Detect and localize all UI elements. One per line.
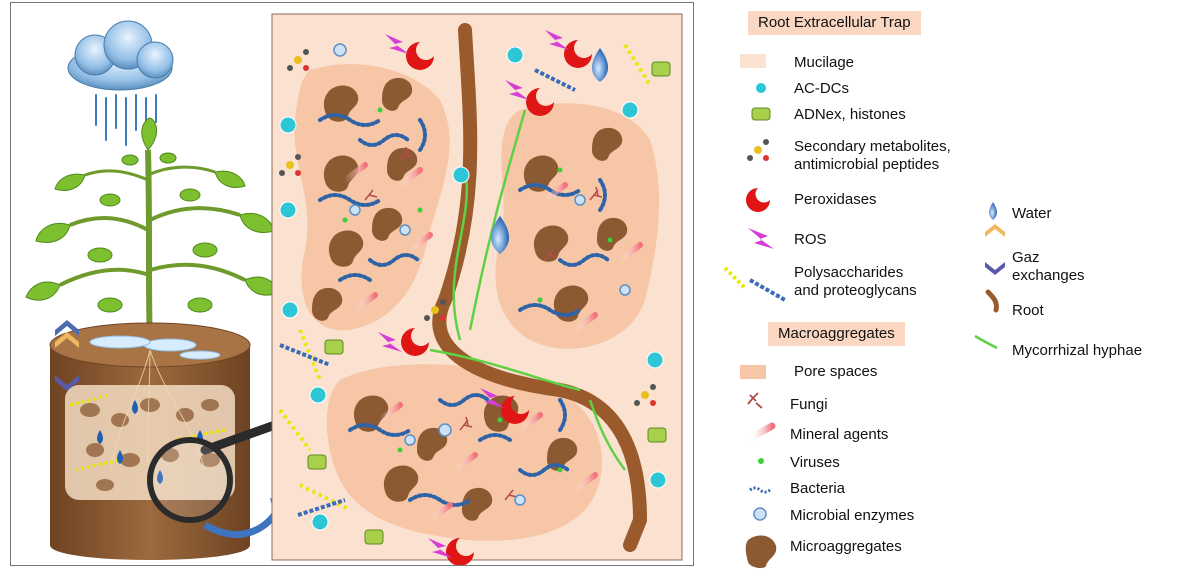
legend-label: Secondary metabolites, antimicrobial pep… xyxy=(794,138,951,174)
legend-label: Mineral agents xyxy=(790,426,888,444)
cloud-icon xyxy=(68,21,173,90)
legend-label: Water xyxy=(1012,205,1051,223)
legend-icons xyxy=(725,54,1005,568)
legend-label: Pore spaces xyxy=(794,363,877,381)
legend-label: Microaggregates xyxy=(790,538,902,556)
legend-label: Viruses xyxy=(790,454,840,472)
legend-label: Polysaccharides and proteoglycans xyxy=(794,264,917,300)
legend-label: Fungi xyxy=(790,396,828,414)
legend-label: ADNex, histones xyxy=(794,106,906,124)
legend-label: AC-DCs xyxy=(794,80,849,98)
plant-icon xyxy=(26,118,279,345)
legend-label: Mucilage xyxy=(794,54,854,72)
legend-header-macroaggregates: Macroaggregates xyxy=(768,322,905,346)
legend-label: Microbial enzymes xyxy=(790,507,914,525)
legend-label: Mycorrhizal hyphae xyxy=(1012,342,1142,360)
legend-label: Gaz exchanges xyxy=(1012,249,1085,285)
legend-label: Peroxidases xyxy=(794,191,877,209)
legend-label: ROS xyxy=(794,231,827,249)
legend-label: Bacteria xyxy=(790,480,845,498)
legend-label: Root xyxy=(1012,302,1044,320)
legend-header-trap: Root Extracellular Trap xyxy=(748,11,921,35)
